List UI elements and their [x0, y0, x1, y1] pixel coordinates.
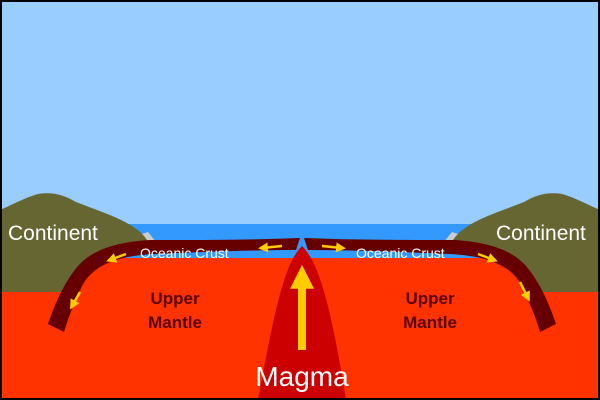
arrow-subduct-left-1 — [106, 252, 127, 263]
label-continent-left: Continent — [8, 222, 98, 245]
label-mantle-right-line1: Upper — [405, 289, 455, 308]
arrow-crust-left — [258, 242, 283, 253]
label-magma: Magma — [255, 361, 349, 392]
arrow-subduct-left-2 — [70, 291, 82, 310]
label-mantle-right-line2: Mantle — [403, 313, 457, 332]
arrow-subduct-right-2 — [518, 281, 530, 302]
label-crust-left: Oceanic Crust — [140, 245, 229, 261]
arrow-subduct-right-1 — [477, 252, 498, 263]
continent-left — [2, 193, 150, 292]
label-mantle-left-line2: Mantle — [148, 313, 202, 332]
label-crust-right: Oceanic Crust — [356, 245, 445, 261]
label-mantle-left-line1: Upper — [150, 289, 200, 308]
label-continent-right: Continent — [496, 222, 586, 245]
continent-right — [450, 193, 598, 292]
arrow-crust-right — [321, 242, 346, 253]
